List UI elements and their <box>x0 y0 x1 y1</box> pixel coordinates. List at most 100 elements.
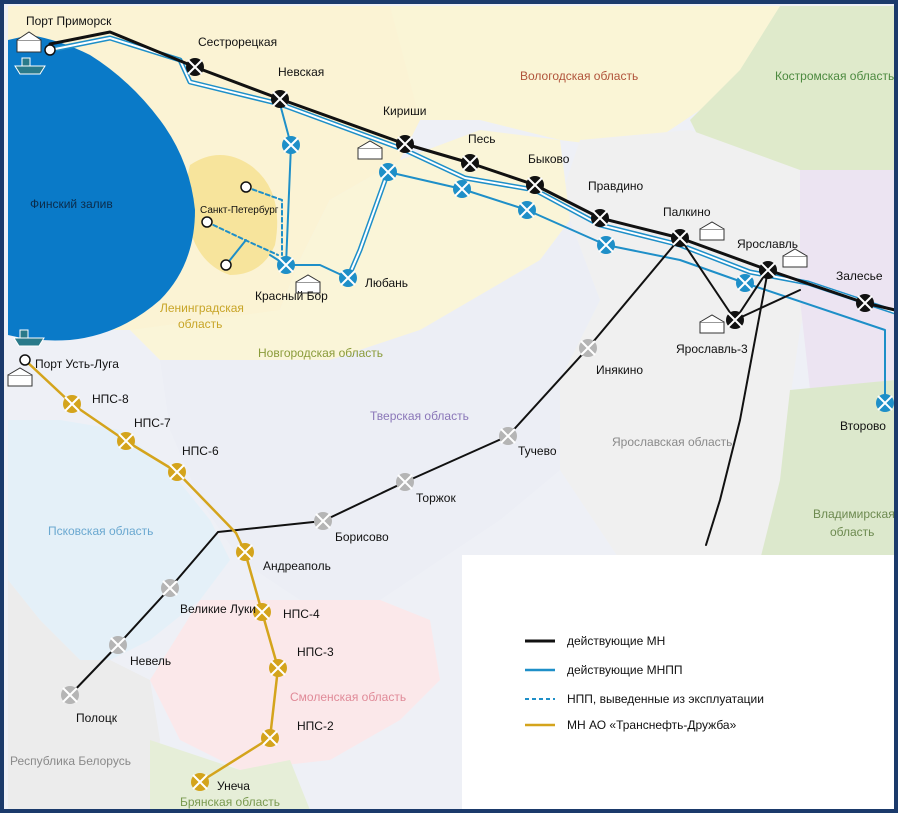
station-marker-blue-5 <box>597 236 615 254</box>
station-label-nevskaya: Невская <box>278 65 324 79</box>
station-marker-blue-2 <box>379 163 397 181</box>
station-marker-pes <box>461 154 479 172</box>
region-label-vladimir-2: область <box>830 525 874 539</box>
station-label-pravdino: Правдино <box>588 179 644 193</box>
station-label-vtorovo: Второво <box>840 419 886 433</box>
region-label-novgorod: Новгородская область <box>258 346 383 360</box>
station-marker-luban <box>339 269 357 287</box>
region-label-yaroslavl: Ярославская область <box>612 435 732 449</box>
depot-icon <box>16 31 42 53</box>
ship-icon <box>14 57 46 75</box>
druzhba-line <box>23 358 280 784</box>
station-marker-nps-6 <box>168 463 186 481</box>
svg-text:МН АО «Транснефть-Дружба»: МН АО «Транснефть-Дружба» <box>567 718 737 732</box>
port-label-primorsk: Порт Приморск <box>26 14 112 28</box>
station-label-palkino: Палкино <box>663 205 711 219</box>
station-label-andreapol: Андреаполь <box>263 559 331 573</box>
station-marker-sestroretskaya <box>186 58 204 76</box>
station-label-bykovo: Быково <box>528 152 570 166</box>
station-labels: Сестрорецкая Невская Кириши Песь Быково … <box>76 35 886 793</box>
station-marker-kirishi <box>396 135 414 153</box>
station-label-nps-3: НПС-3 <box>297 645 334 659</box>
gulf-water <box>8 35 195 341</box>
depot-icon <box>699 314 725 334</box>
svg-text:действующие МНПП: действующие МНПП <box>567 663 682 677</box>
station-label-zalesye: Залесье <box>836 269 883 283</box>
station-marker-blue-4 <box>518 201 536 219</box>
region-label-vladimir-1: Владимирская <box>813 507 895 521</box>
ship-icon <box>13 329 45 347</box>
station-label-yaroslavl: Ярославль <box>737 237 798 251</box>
region-label-pskov: Псковская область <box>48 524 153 538</box>
mnpp-lower-line <box>387 171 886 404</box>
depot-icons <box>7 31 808 387</box>
station-marker-nps-2 <box>261 729 279 747</box>
station-marker-nps-4 <box>253 603 271 621</box>
station-label-unecha: Унеча <box>217 779 250 793</box>
station-marker-torzhok <box>396 473 414 491</box>
legend-item-mn: действующие МН <box>525 634 665 648</box>
region-label-finsky: Финский залив <box>30 197 113 211</box>
station-label-nps-7: НПС-7 <box>134 416 171 430</box>
station-label-nps-2: НПС-2 <box>297 719 334 733</box>
station-label-luban: Любань <box>365 276 408 290</box>
region-label-smolensk: Смоленская область <box>290 690 406 704</box>
region-label-leningrad-2: область <box>178 317 222 331</box>
station-marker-krasny-bor <box>277 256 295 274</box>
depot-icon <box>699 221 725 241</box>
station-markers <box>61 58 894 791</box>
station-label-pes: Песь <box>468 132 496 146</box>
station-marker-palkino <box>671 229 689 247</box>
station-marker-nevskaya <box>271 90 289 108</box>
station-label-nps-8: НПС-8 <box>92 392 129 406</box>
station-marker-inyakino <box>579 339 597 357</box>
station-marker-andreapol <box>236 543 254 561</box>
mn-line-south <box>705 269 769 546</box>
station-marker-borisovo <box>314 512 332 530</box>
depot-icon <box>7 367 33 387</box>
port-label-ust-luga: Порт Усть-Луга <box>35 357 119 371</box>
station-label-kirishi: Кириши <box>383 104 426 118</box>
station-marker-yaroslavl <box>759 261 777 279</box>
svg-text:НПП, выведенные из эксплуатаци: НПП, выведенные из эксплуатации <box>567 692 764 706</box>
region-labels: Вологодская область Костромская область … <box>10 69 895 809</box>
station-label-sestroretskaya: Сестрорецкая <box>198 35 277 49</box>
station-marker-nps-8 <box>63 395 81 413</box>
station-marker-vtorovo <box>876 394 894 412</box>
region-label-tver: Тверская область <box>370 409 469 423</box>
station-label-krasny-bor: Красный Бор <box>255 289 328 303</box>
region-label-kostroma: Костромская область <box>775 69 894 83</box>
station-marker-blue-6 <box>736 274 754 292</box>
station-marker-yaroslavl-3 <box>726 311 744 329</box>
station-marker-bykovo <box>526 176 544 194</box>
station-marker-polotsk <box>61 686 79 704</box>
port-markers <box>19 44 252 366</box>
station-marker-velikie-luki <box>161 579 179 597</box>
mnpp-line-luban-krasny <box>269 254 349 279</box>
mn-main-line <box>48 30 897 312</box>
station-label-polotsk: Полоцк <box>76 711 118 725</box>
station-label-nps-6: НПС-6 <box>182 444 219 458</box>
station-marker-pravdino <box>591 209 609 227</box>
station-label-torzhok: Торжок <box>416 491 456 505</box>
region-label-belarus: Республика Белорусь <box>10 754 131 768</box>
region-label-leningrad-1: Ленинградская <box>160 301 244 315</box>
npp-decommissioned-1 <box>245 186 283 256</box>
depot-icon <box>782 248 808 268</box>
legend-box <box>462 555 896 810</box>
depot-icon <box>295 274 321 294</box>
city-label-spb: Санкт-Петербург <box>200 204 279 216</box>
station-label-inyakino: Инякино <box>596 363 643 377</box>
station-marker-nps-3 <box>269 659 287 677</box>
station-label-tuchevo: Тучево <box>518 444 557 458</box>
station-marker-tuchevo <box>499 427 517 445</box>
station-label-nevel: Невель <box>130 654 171 668</box>
region-label-bryansk: Брянская область <box>180 795 280 809</box>
station-marker-blue-3 <box>453 180 471 198</box>
region-label-vologda: Вологодская область <box>520 69 638 83</box>
legend: действующие МН действующие МНПП НПП, выв… <box>525 634 764 732</box>
station-marker-nevel <box>109 636 127 654</box>
